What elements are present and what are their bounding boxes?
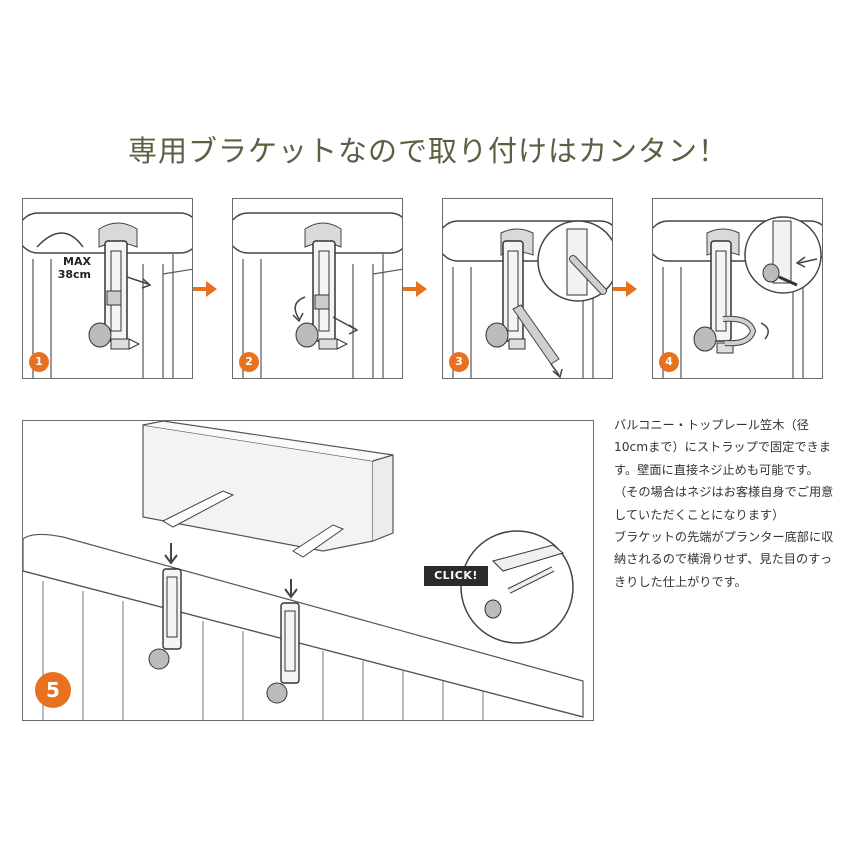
step-arrow-icon	[403, 281, 427, 297]
max-diameter-label: MAX 38cm	[53, 255, 91, 281]
step-2-illustration	[233, 212, 402, 378]
step-number-4: 4	[659, 352, 679, 372]
description-paragraph-2: ブラケットの先端がプランター底部に収納されるので横滑りせず、見た目のすっきりした…	[614, 530, 834, 589]
step-4-panel: 4	[652, 198, 823, 379]
description-paragraph-1: バルコニー・トップレール笠木（径10cmまで）にストラップで固定できます。壁面に…	[614, 418, 834, 522]
step-3-panel: 3	[442, 198, 613, 379]
step-1-illustration	[23, 212, 192, 378]
click-badge: CLICK!	[424, 566, 488, 586]
step-number-3: 3	[449, 352, 469, 372]
step-4-illustration	[653, 216, 822, 378]
step-number-2: 2	[239, 352, 259, 372]
step-number-5: 5	[35, 672, 71, 708]
description-text: バルコニー・トップレール笠木（径10cmまで）にストラップで固定できます。壁面に…	[614, 414, 836, 593]
step-arrow-icon	[193, 281, 217, 297]
step-3-illustration	[443, 220, 612, 378]
step-1-panel: MAX 38cm 1	[22, 198, 193, 379]
step-2-panel: 2	[232, 198, 403, 379]
page-title: 専用ブラケットなので取り付けはカンタン！	[127, 134, 728, 168]
max-label-line1: MAX	[63, 255, 91, 268]
max-label-line2: 38cm	[57, 268, 91, 281]
step-5-panel: 5	[22, 420, 594, 721]
step-arrow-icon	[613, 281, 637, 297]
step-5-illustration	[23, 421, 584, 720]
step-number-1: 1	[29, 352, 49, 372]
